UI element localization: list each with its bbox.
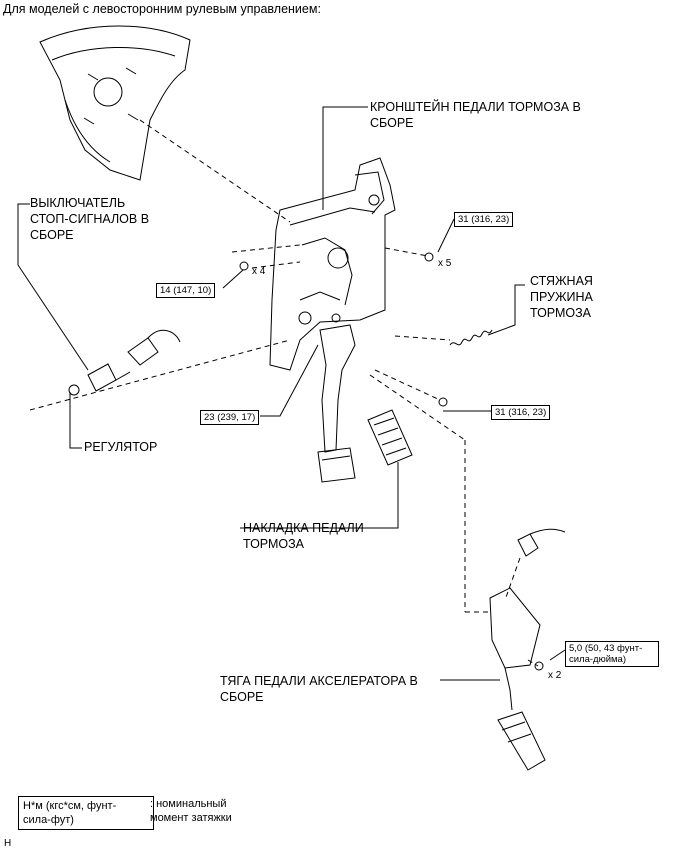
torque-nut-x4: 14 (147, 10) bbox=[156, 283, 216, 298]
qty-x4: x 4 bbox=[252, 266, 266, 277]
label-accel-line1: ТЯГА ПЕДАЛИ АКСЕЛЕРАТОРА В bbox=[220, 674, 418, 688]
return-spring-drawing bbox=[449, 329, 493, 346]
stop-light-switch-drawing bbox=[68, 329, 181, 396]
body-panel bbox=[39, 25, 191, 181]
torque-pivot: 23 (239, 17) bbox=[200, 410, 260, 425]
qty-x5: x 5 bbox=[438, 258, 452, 269]
torque-bolt-x5: 31 (316, 23) bbox=[454, 212, 514, 227]
label-pad-line2: ТОРМОЗА bbox=[243, 537, 305, 551]
legend-unit-line2: сила-фут) bbox=[23, 814, 74, 826]
label-spring-line3: ТОРМОЗА bbox=[530, 306, 592, 320]
torque-nut-right: 31 (316, 23) bbox=[491, 405, 551, 420]
label-accel-line2: СБОРЕ bbox=[220, 690, 264, 704]
brake-pedal-bracket bbox=[269, 157, 396, 371]
label-switch-line3: СБОРЕ bbox=[30, 228, 74, 242]
legend-unit-line1: Н*м (кгс*см, фунт- bbox=[23, 800, 117, 812]
label-pad-line1: НАКЛАДКА ПЕДАЛИ bbox=[243, 521, 364, 535]
label-spring-line2: ПРУЖИНА bbox=[530, 290, 593, 304]
torque-accel-line1: 5,0 (50, 43 фунт- bbox=[569, 643, 643, 654]
label-bracket-line1: КРОНШТЕЙН ПЕДАЛИ ТОРМОЗА В bbox=[370, 100, 581, 114]
torque-accel-line2: сила-дюйма) bbox=[569, 654, 626, 665]
brake-pedal-pad-drawing bbox=[367, 409, 413, 466]
label-bracket-line2: СБОРЕ bbox=[370, 116, 414, 130]
label-switch-line2: СТОП-СИГНАЛОВ В bbox=[30, 212, 150, 226]
page-title: Для моделей с левосторонним рулевым упра… bbox=[3, 2, 321, 16]
fasteners bbox=[239, 252, 544, 671]
legend-desc-line2: момент затяжки bbox=[150, 812, 232, 824]
leader-lines bbox=[17, 106, 566, 681]
label-spring-line1: СТЯЖНАЯ bbox=[530, 274, 593, 288]
legend-desc-line1: : номинальный bbox=[150, 798, 227, 810]
legend-unit-box: Н*м (кгс*см, фунт- сила-фут) bbox=[18, 796, 154, 830]
qty-x2: x 2 bbox=[548, 670, 562, 681]
install-lines bbox=[29, 119, 539, 667]
figure-code: H bbox=[4, 838, 12, 849]
torque-accel: 5,0 (50, 43 фунт- сила-дюйма) bbox=[565, 641, 659, 667]
accelerator-pedal-drawing bbox=[489, 528, 566, 771]
brake-pedal-arm bbox=[317, 324, 356, 483]
label-switch-line1: ВЫКЛЮЧАТЕЛЬ bbox=[30, 196, 126, 210]
label-regulator: РЕГУЛЯТОР bbox=[84, 440, 158, 454]
